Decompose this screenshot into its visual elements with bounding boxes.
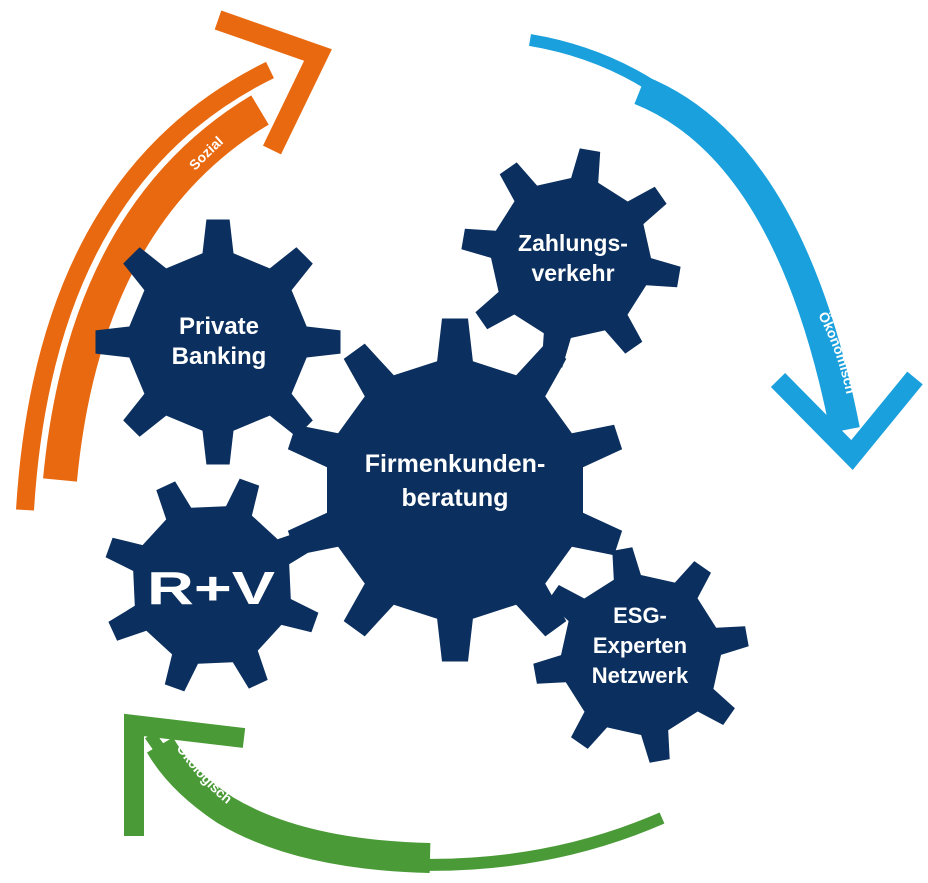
private-banking-gear-shape xyxy=(95,219,341,465)
social-arrow-shaft xyxy=(16,61,274,511)
social-arrow-inner-band xyxy=(43,95,269,482)
ruv-logo: R+V xyxy=(147,562,275,614)
economic-arrow-head xyxy=(770,371,923,470)
social-arrow: Sozial xyxy=(16,10,332,511)
zahlungsverkehr-gear: Zahlungs- verkehr xyxy=(461,148,681,368)
zahlungsverkehr-gear-shape xyxy=(461,148,681,368)
esg-label-line2: Experten xyxy=(593,633,687,658)
esg-label-line1: ESG- xyxy=(613,603,667,628)
zahlungsverkehr-label-line2: verkehr xyxy=(531,260,614,286)
firmenkundenberatung-gear: Firmenkunden- beratung xyxy=(287,318,623,662)
esg-gear: ESG- Experten Netzwerk xyxy=(533,547,749,763)
ecological-arrow: Ökologisch xyxy=(124,713,665,873)
firmenkundenberatung-gear-shape xyxy=(287,318,623,662)
ecological-arrow-head xyxy=(124,713,246,836)
ruv-gear-shape xyxy=(105,478,319,692)
private-banking-label-line1: Private xyxy=(179,313,259,340)
ecological-arrow-inner-band xyxy=(146,737,431,873)
private-banking-label-line2: Banking xyxy=(172,343,267,370)
ruv-gear: R+V xyxy=(105,478,319,692)
firmenkunden-label-line1: Firmenkunden- xyxy=(365,450,546,478)
zahlungsverkehr-label-line1: Zahlungs- xyxy=(518,230,628,256)
firmenkunden-label-line2: beratung xyxy=(402,484,509,512)
esg-label-line3: Netzwerk xyxy=(592,663,689,688)
social-arrow-head xyxy=(214,10,332,155)
private-banking-gear: Private Banking xyxy=(95,219,341,465)
economic-arrow-inner-band xyxy=(634,76,860,433)
esg-gear-shape xyxy=(533,547,749,763)
